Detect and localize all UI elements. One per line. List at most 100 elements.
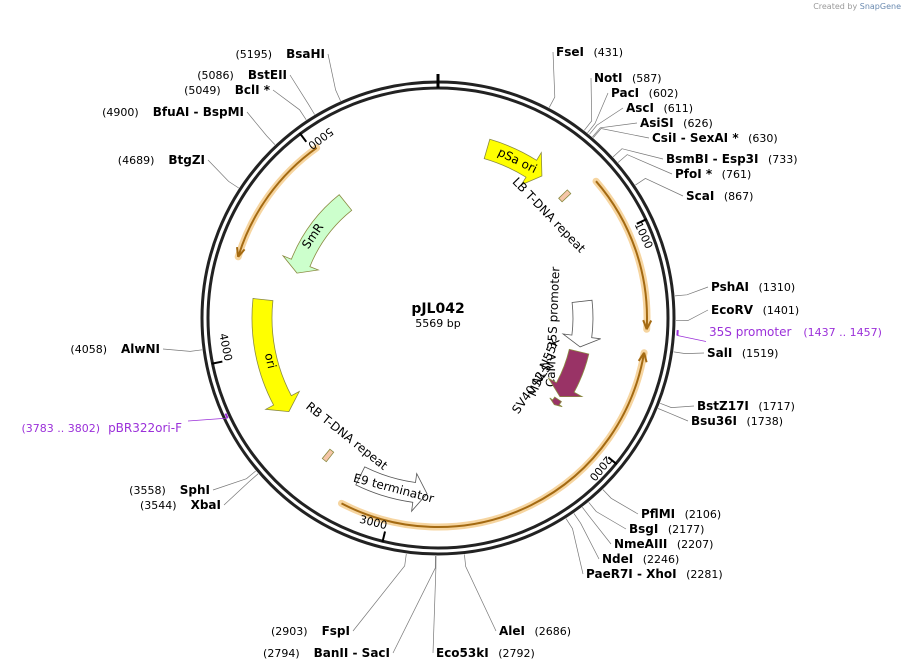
- site-bsmbi-esp3i[interactable]: BsmBI - Esp3I (733): [612, 148, 798, 166]
- site-name: BstZ17I: [697, 399, 749, 413]
- site-bsu36i[interactable]: Bsu36I (1738): [657, 408, 783, 429]
- site-bstz17i[interactable]: BstZ17I (1717): [660, 399, 795, 413]
- site-position: (611): [660, 102, 693, 115]
- site-leader: [673, 351, 705, 354]
- site-position: (4058): [70, 343, 107, 356]
- site-label: EcoRV (1401): [711, 303, 799, 317]
- site-bfuai-bspmi[interactable]: (4900)BfuAI - BspMI: [102, 105, 276, 145]
- site-sphi[interactable]: (3558)SphI: [129, 470, 256, 497]
- orf-arc-3: [234, 144, 321, 261]
- feature-e9-terminator[interactable]: E9 terminator: [352, 466, 436, 513]
- site-label: ScaI (867): [686, 189, 753, 203]
- site-position: (587): [629, 72, 662, 85]
- site-leader: [207, 159, 239, 189]
- site-leader: [587, 92, 609, 134]
- site-leader: [548, 51, 556, 108]
- site-label: Bsu36I (1738): [691, 414, 783, 428]
- site-position: (1310): [755, 281, 795, 294]
- primer-35s-promoter[interactable]: 35S promoter(1437 .. 1457): [676, 325, 882, 342]
- site-leader: [212, 470, 256, 491]
- ruler-label-3000: 3000: [358, 513, 388, 532]
- site-asci[interactable]: AscI (611): [589, 101, 693, 135]
- site-ecorv[interactable]: EcoRV (1401): [675, 303, 799, 321]
- feature-psa-ori[interactable]: pSa ori: [483, 138, 543, 186]
- site-leader: [657, 408, 689, 422]
- site-ndei[interactable]: NdeI (2246): [573, 513, 679, 566]
- primer-range: (3783 .. 3802): [22, 422, 101, 435]
- ruler-label-5000: 5000: [305, 125, 335, 152]
- site-position: (733): [764, 153, 797, 166]
- site-position: (3544): [140, 499, 177, 512]
- site-pfoi[interactable]: PfoI * (761): [617, 154, 751, 181]
- primer-label: 35S promoter(1437 .. 1457): [709, 325, 882, 339]
- feature-ori[interactable]: ori: [251, 298, 301, 413]
- site-banii-saci[interactable]: (2794)BanII - SacI: [263, 555, 436, 660]
- site-name: ScaI: [686, 189, 714, 203]
- site-scai[interactable]: ScaI (867): [635, 177, 753, 203]
- site-label: NotI (587): [594, 71, 662, 85]
- site-bsteii[interactable]: (5086)BstEII: [197, 68, 315, 115]
- site-label: SalI (1519): [707, 346, 778, 360]
- site-label: (2903)FspI: [271, 624, 350, 638]
- site-label: PflMI (2106): [641, 507, 721, 521]
- site-name: Eco53kI: [436, 646, 489, 660]
- site-name: AlwNI: [121, 342, 160, 356]
- site-sali[interactable]: SalI (1519): [673, 346, 779, 360]
- site-bcli[interactable]: (5049)BclI *: [184, 83, 307, 120]
- site-label: PfoI * (761): [675, 167, 751, 181]
- site-paer7i-xhoi[interactable]: PaeR7I - XhoI (2281): [565, 518, 723, 581]
- site-name: Bsu36I: [691, 414, 737, 428]
- site-position: (1401): [759, 304, 799, 317]
- site-name: BsaHI: [286, 47, 325, 61]
- site-position: (2281): [683, 568, 723, 581]
- site-label: (5195)BsaHI: [236, 47, 325, 61]
- site-name: SphI: [180, 483, 210, 497]
- feature-label-sv40-nls: SV40 NLS: [509, 361, 554, 417]
- site-leader: [588, 502, 627, 530]
- site-name: BsgI: [629, 522, 658, 536]
- site-name: BtgZI: [168, 153, 205, 167]
- site-leader: [602, 489, 639, 515]
- site-bsgi[interactable]: BsgI (2177): [588, 502, 705, 536]
- site-fspi[interactable]: (2903)FspI: [271, 553, 407, 638]
- primer-name: 35S promoter: [709, 325, 791, 339]
- site-fsei[interactable]: FseI (431): [548, 45, 623, 108]
- feature-lb-t-dna-repeat[interactable]: LB T-DNA repeat: [510, 175, 589, 256]
- site-alei[interactable]: AleI (2686): [464, 554, 571, 639]
- feature-camv-35s-promoter[interactable]: CaMV 35S promoter: [543, 266, 601, 387]
- site-position: (431): [590, 46, 623, 59]
- site-label: Eco53kI (2792): [436, 646, 535, 660]
- plasmid-name: pJL042: [411, 301, 464, 317]
- site-position: (2686): [531, 625, 571, 638]
- site-noti[interactable]: NotI (587): [584, 71, 662, 131]
- site-asisi[interactable]: AsiSI (626): [592, 116, 713, 138]
- site-pshai[interactable]: PshAI (1310): [674, 280, 795, 297]
- ruler-tick-1000: [636, 218, 648, 225]
- site-btgzi[interactable]: (4689)BtgZI: [118, 153, 239, 189]
- site-label: (5049)BclI *: [184, 83, 271, 97]
- site-leader: [635, 177, 684, 197]
- site-bsahi[interactable]: (5195)BsaHI: [236, 47, 341, 102]
- site-alwni[interactable]: (4058) AlwNI: [70, 342, 203, 356]
- site-csii-sexai[interactable]: CsiI - SexAI * (630): [593, 128, 778, 146]
- ruler-tick-5000: [298, 132, 308, 143]
- feature-smr[interactable]: SmR: [281, 194, 353, 274]
- feature-rb-t-dna-repeat[interactable]: RB T-DNA repeat: [303, 399, 390, 473]
- site-label: PaeR7I - XhoI (2281): [586, 567, 723, 581]
- site-eco53ki[interactable]: Eco53kI (2792): [432, 555, 535, 660]
- site-name: CsiI - SexAI *: [652, 131, 739, 145]
- site-paci[interactable]: PacI (602): [587, 86, 679, 134]
- site-nmeaiii[interactable]: NmeAIII (2207): [582, 506, 713, 551]
- feature-label-lb-t-dna-repeat: LB T-DNA repeat: [510, 175, 589, 256]
- site-label: CsiI - SexAI * (630): [652, 131, 778, 145]
- site-label: PacI (602): [611, 86, 678, 100]
- site-pflmi[interactable]: PflMI (2106): [602, 489, 721, 521]
- site-leader: [660, 402, 695, 408]
- primer-pbr322ori-f[interactable]: (3783 .. 3802)pBR322ori-F: [22, 413, 229, 435]
- site-label: (4900)BfuAI - BspMI: [102, 105, 244, 119]
- site-label: (4058) AlwNI: [70, 342, 160, 356]
- orf-layer: [234, 144, 653, 531]
- site-xbai[interactable]: (3544)XbaI: [140, 473, 259, 512]
- site-label: (3558)SphI: [129, 483, 210, 497]
- site-position: (602): [645, 87, 678, 100]
